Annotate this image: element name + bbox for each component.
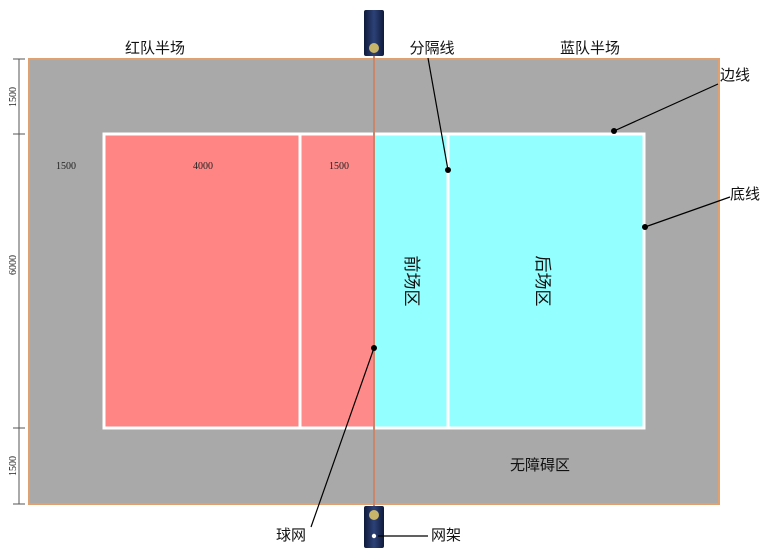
dim-court-width: 6000 (8, 255, 19, 275)
dim-bottom-margin: 1500 (8, 456, 19, 476)
free-zone-label: 无障碍区 (510, 456, 570, 474)
red-half-label: 红队半场 (125, 39, 185, 57)
leader-lines (310, 57, 731, 537)
net-post-label: 网架 (431, 526, 461, 544)
end-line-label: 底线 (730, 185, 760, 203)
leader-dots (371, 128, 648, 351)
blue-half-label: 蓝队半场 (560, 39, 620, 57)
dim-back-zone: 4000 (193, 161, 213, 172)
sideline-label: 边线 (720, 66, 750, 84)
leader-sideline (613, 83, 719, 132)
dim-left-margin: 1500 (56, 161, 76, 172)
front-zone-label: 前场区 (401, 256, 421, 307)
leader-net (310, 347, 375, 528)
dot-divider-line (445, 167, 451, 173)
net-post-top (364, 10, 384, 56)
leader-divider-line (427, 57, 449, 171)
blue-back-zone (448, 134, 644, 428)
net-post-bottom (364, 506, 384, 548)
dim-front-zone: 1500 (329, 161, 349, 172)
red-back-zone (104, 134, 300, 428)
dot-net (371, 345, 377, 351)
leader-end-line (644, 196, 731, 228)
red-front-zone (300, 134, 374, 428)
dimension-line-vertical (13, 58, 25, 505)
dim-top-margin: 1500 (8, 87, 19, 107)
blue-front-zone (374, 134, 448, 428)
divider-line-label: 分隔线 (409, 39, 454, 57)
net-label: 球网 (276, 526, 306, 544)
back-zone-label: 后场区 (532, 256, 552, 307)
dot-sideline (611, 128, 617, 134)
dot-end-line (642, 224, 648, 230)
